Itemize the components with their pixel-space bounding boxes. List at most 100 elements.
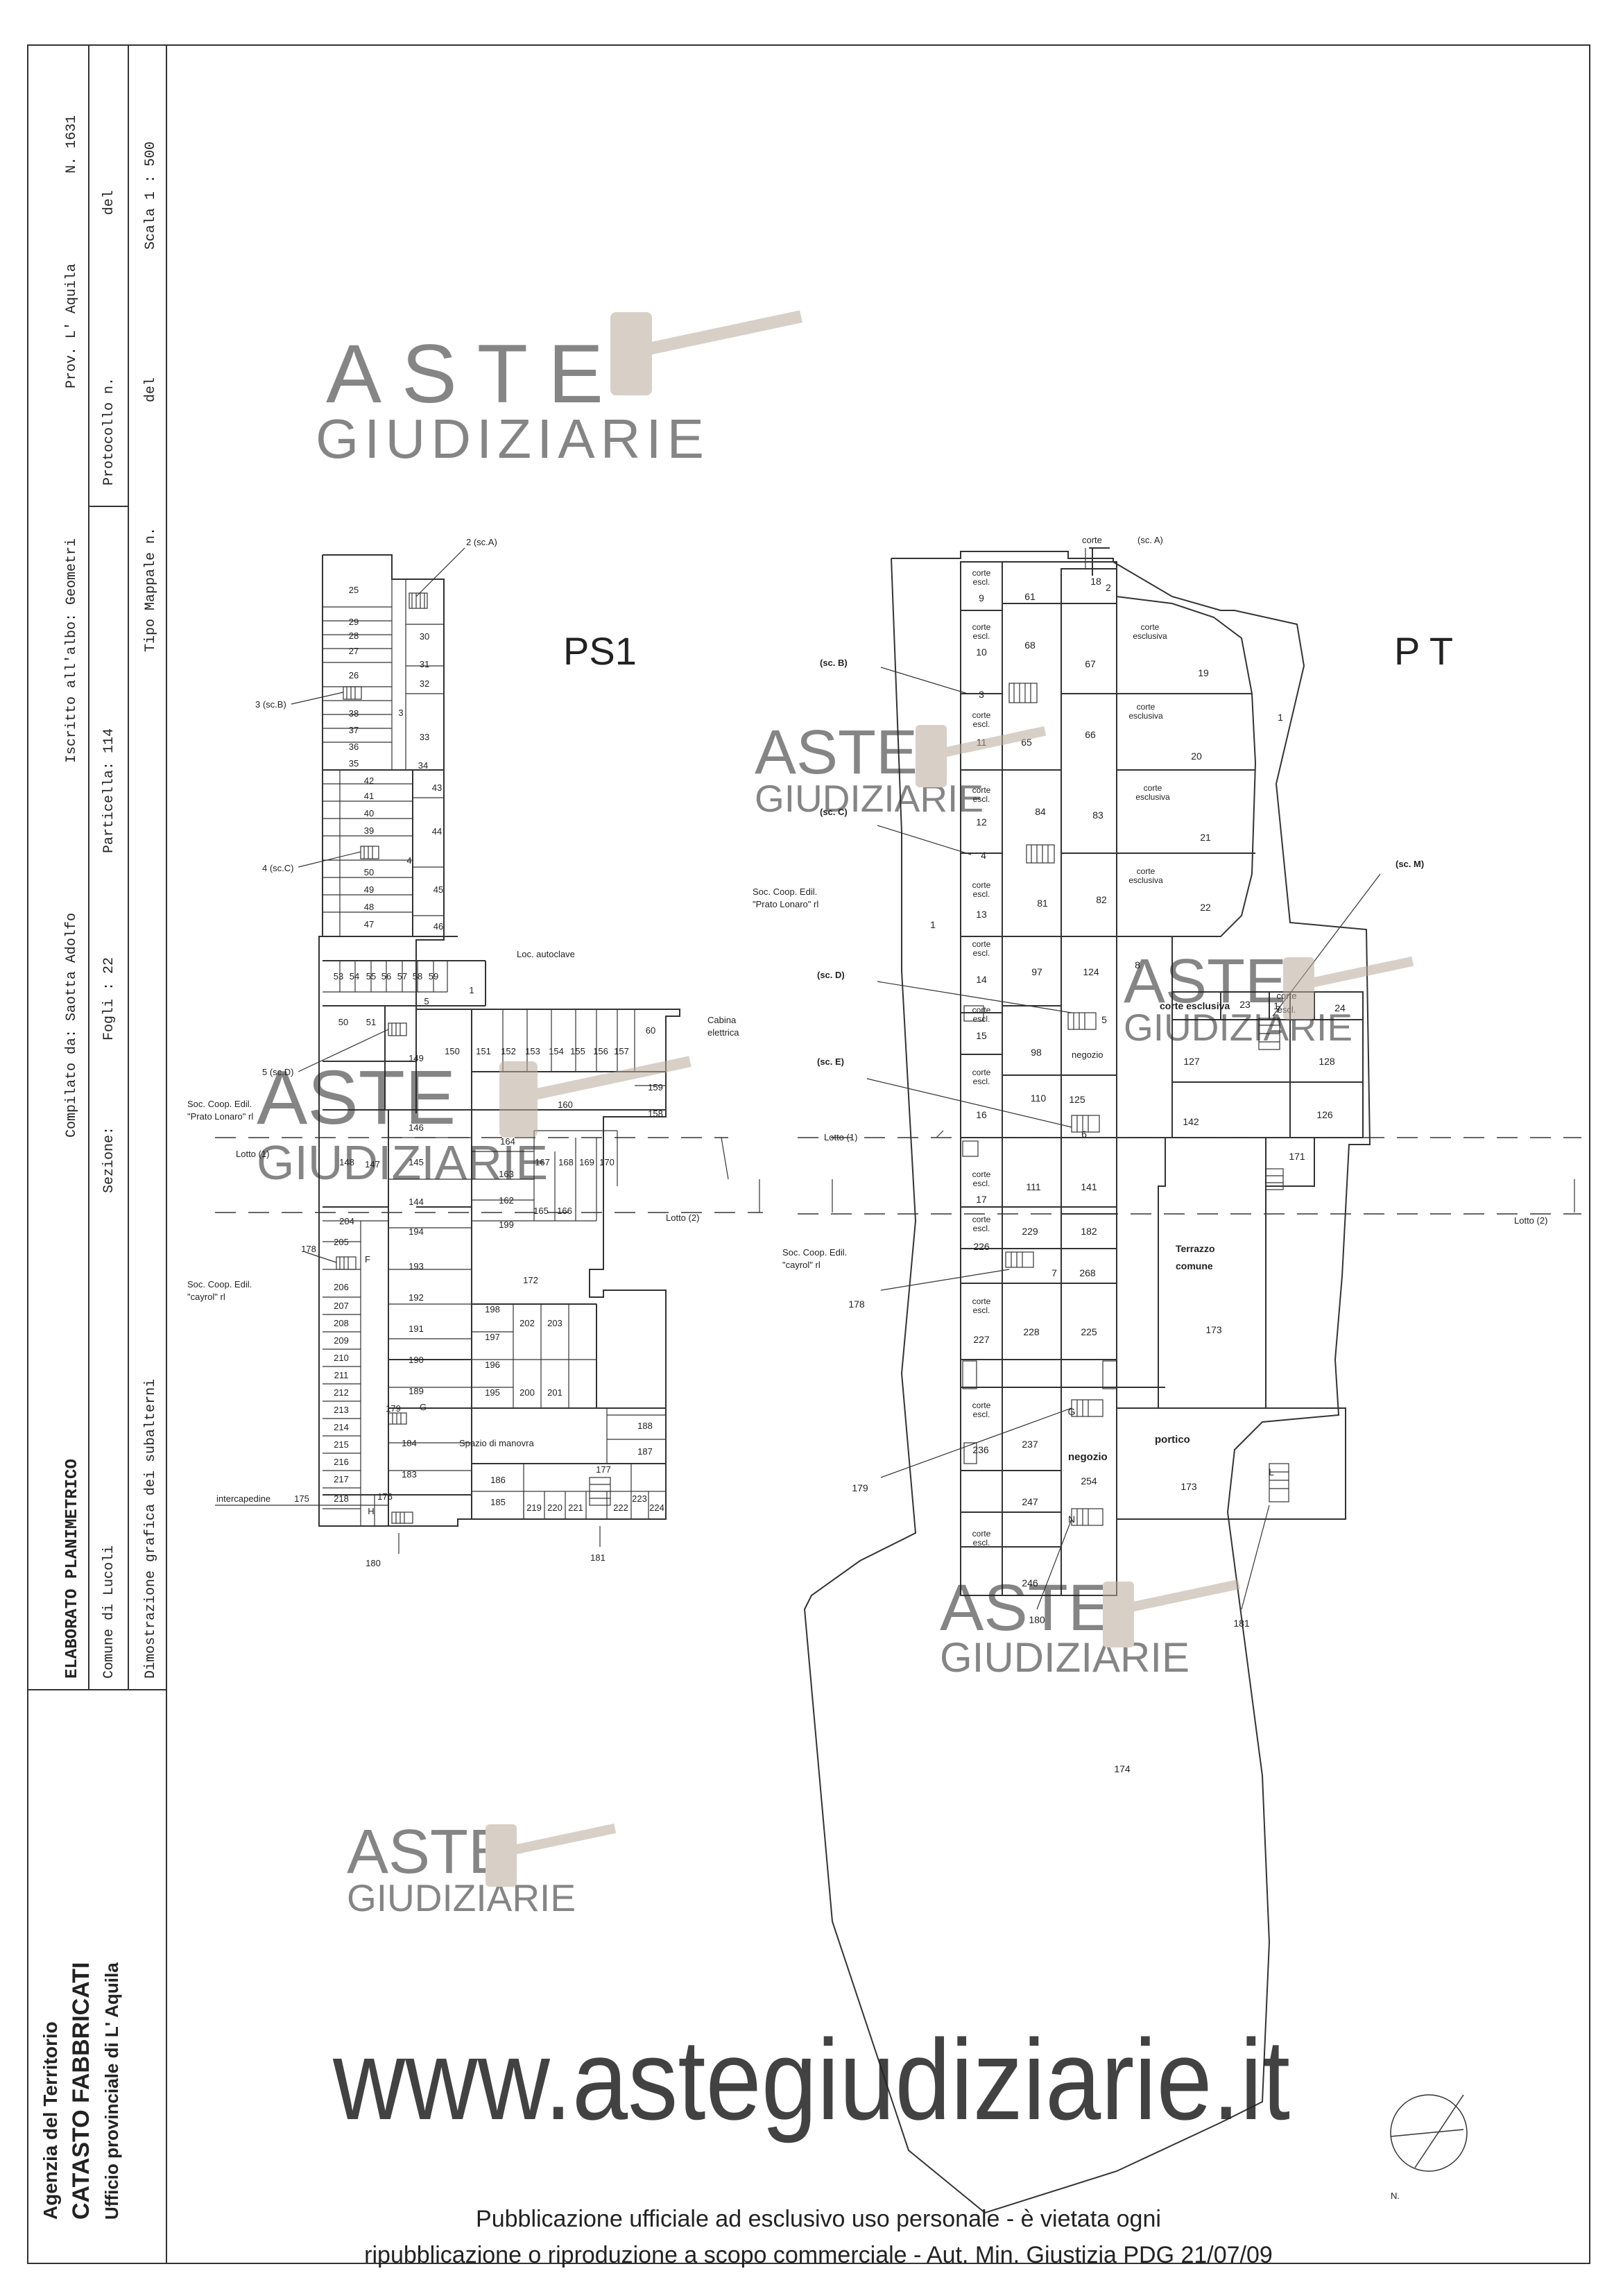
label-corte-top: corte xyxy=(1082,535,1102,545)
svg-text:escl.: escl. xyxy=(973,631,990,641)
svg-text:83: 83 xyxy=(1092,809,1104,821)
header-particella: Particella: 114 xyxy=(101,728,117,853)
svg-text:124: 124 xyxy=(1083,966,1099,977)
svg-text:84: 84 xyxy=(1035,806,1046,817)
watermark-2: ASTE GIUDIZIARIE xyxy=(755,718,1047,820)
gavel-icon xyxy=(610,310,802,395)
svg-text:GIUDIZIARIE: GIUDIZIARIE xyxy=(316,408,704,470)
svg-text:152: 152 xyxy=(501,1046,516,1056)
svg-text:153: 153 xyxy=(525,1046,540,1056)
svg-text:corte: corte xyxy=(972,939,991,949)
svg-text:esclusiva: esclusiva xyxy=(1135,792,1170,802)
svg-text:escl.: escl. xyxy=(973,1410,990,1419)
svg-text:ASTE: ASTE xyxy=(940,1571,1112,1645)
svg-text:25: 25 xyxy=(349,585,359,595)
svg-text:61: 61 xyxy=(1024,591,1036,602)
label-lotto1-pt: Lotto (1) xyxy=(824,1132,857,1142)
svg-text:82: 82 xyxy=(1096,894,1107,905)
svg-text:186: 186 xyxy=(490,1475,506,1485)
svg-text:173: 173 xyxy=(1180,1481,1197,1492)
svg-text:207: 207 xyxy=(334,1301,349,1311)
svg-text:221: 221 xyxy=(568,1502,583,1513)
svg-text:GIUDIZIARIE: GIUDIZIARIE xyxy=(1124,1006,1352,1049)
svg-text:166: 166 xyxy=(557,1206,572,1216)
svg-text:escl.: escl. xyxy=(973,1305,990,1315)
svg-text:66: 66 xyxy=(1085,729,1096,740)
label-sc-c-ps1: 4 (sc.C) xyxy=(262,863,294,873)
svg-text:1: 1 xyxy=(1273,1000,1279,1011)
svg-text:38: 38 xyxy=(349,708,359,719)
label-north: N. xyxy=(1391,2191,1400,2201)
header-elaborato: ELABORATO PLANIMETRICO xyxy=(63,1459,82,1679)
svg-text:22: 22 xyxy=(1200,902,1211,913)
svg-text:27: 27 xyxy=(349,646,359,656)
svg-text:28: 28 xyxy=(349,631,359,641)
label-terrazzo-1: Terrazzo xyxy=(1176,1243,1215,1254)
svg-text:N: N xyxy=(1068,1514,1075,1525)
svg-text:corte: corte xyxy=(972,1005,991,1015)
svg-text:60: 60 xyxy=(646,1025,655,1036)
agency-block: Agenzia del Territorio CATASTO FABBRICAT… xyxy=(40,1962,122,2220)
header-protocollo: Protocollo n. xyxy=(101,377,117,486)
agency-line2: CATASTO FABBRICATI xyxy=(68,1962,94,2220)
header-tipo-mappale: Tipo Mappale n. xyxy=(143,527,159,652)
svg-text:177: 177 xyxy=(596,1464,611,1475)
svg-text:ASTE: ASTE xyxy=(347,1817,510,1887)
svg-text:4: 4 xyxy=(406,855,411,866)
svg-text:110: 110 xyxy=(1031,1093,1047,1104)
svg-text:escl.: escl. xyxy=(973,1179,990,1188)
svg-text:126: 126 xyxy=(1316,1109,1333,1120)
svg-text:7: 7 xyxy=(1051,1267,1057,1278)
svg-text:corte: corte xyxy=(972,622,991,632)
svg-text:6: 6 xyxy=(1081,1129,1087,1140)
svg-text:H: H xyxy=(368,1506,374,1516)
agency-line1: Agenzia del Territorio xyxy=(40,2021,61,2220)
svg-text:ASTE: ASTE xyxy=(1124,947,1287,1016)
svg-text:58: 58 xyxy=(413,971,422,982)
svg-text:escl.: escl. xyxy=(973,889,990,899)
watermark-1: ASTE GIUDIZIARIE xyxy=(316,310,802,470)
svg-text:98: 98 xyxy=(1031,1047,1042,1058)
footer: Pubblicazione ufficiale ad esclusivo uso… xyxy=(364,2206,1273,2268)
svg-text:146: 146 xyxy=(409,1122,424,1133)
svg-text:183: 183 xyxy=(402,1469,417,1480)
svg-text:9: 9 xyxy=(979,592,984,603)
svg-text:42: 42 xyxy=(364,776,374,786)
svg-text:44: 44 xyxy=(432,826,442,837)
ps1-title: PS1 xyxy=(563,629,637,673)
svg-text:151: 151 xyxy=(476,1046,491,1056)
label-negozio-2: negozio xyxy=(1068,1451,1108,1463)
watermark-aste: ASTE GIUDIZIARIE ASTE GIUDIZIARIE ASTE G… xyxy=(257,310,1414,1919)
svg-text:corte: corte xyxy=(972,710,991,720)
svg-text:esclusiva: esclusiva xyxy=(1128,711,1163,721)
svg-text:179: 179 xyxy=(852,1482,868,1493)
svg-text:181: 181 xyxy=(1233,1618,1250,1629)
svg-text:20: 20 xyxy=(1191,751,1202,762)
svg-text:217: 217 xyxy=(334,1474,349,1484)
svg-text:67: 67 xyxy=(1085,658,1096,669)
svg-text:218: 218 xyxy=(334,1493,349,1504)
svg-text:21: 21 xyxy=(1200,832,1211,843)
pt-annotations: P T corte (sc. A) (sc. B) (sc. C) (sc. D… xyxy=(753,535,1547,2201)
label-soc-cayrol-2: "cayrol" rl xyxy=(187,1292,225,1302)
svg-text:45: 45 xyxy=(433,884,443,895)
svg-text:204: 204 xyxy=(339,1216,354,1226)
svg-text:205: 205 xyxy=(334,1237,349,1247)
svg-text:17: 17 xyxy=(976,1194,987,1205)
svg-text:G: G xyxy=(1068,1406,1076,1417)
label-negozio-1: negozio xyxy=(1072,1050,1104,1060)
watermark-5: ASTE GIUDIZIARIE xyxy=(940,1571,1240,1681)
svg-text:182: 182 xyxy=(1081,1226,1097,1237)
header-n: N. 1631 xyxy=(64,115,80,173)
svg-text:195: 195 xyxy=(485,1387,500,1398)
svg-text:corte: corte xyxy=(972,785,991,795)
svg-text:escl.: escl. xyxy=(973,1077,990,1086)
svg-text:196: 196 xyxy=(485,1360,500,1370)
svg-text:50: 50 xyxy=(338,1017,348,1027)
svg-text:155: 155 xyxy=(570,1046,585,1056)
header-sezione: Sezione: xyxy=(101,1126,117,1193)
svg-text:26: 26 xyxy=(349,670,359,680)
watermark-url: www.astegiudiziarie.it xyxy=(332,2016,1290,2143)
gavel-icon xyxy=(499,1056,692,1138)
svg-text:224: 224 xyxy=(649,1502,664,1513)
